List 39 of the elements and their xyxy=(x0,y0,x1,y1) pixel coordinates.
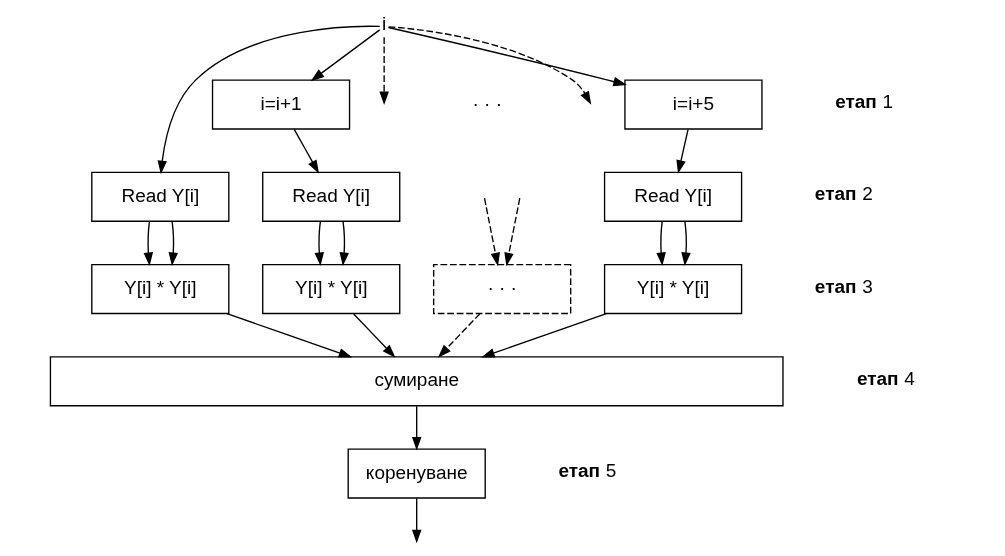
label: · · · xyxy=(472,92,502,114)
arrow xyxy=(157,25,381,175)
arrow xyxy=(676,128,689,174)
node-box: i=i+1 xyxy=(211,79,351,130)
arrow xyxy=(656,221,666,267)
label: етап 5 xyxy=(558,460,617,482)
arrow xyxy=(411,497,422,544)
arrow xyxy=(379,36,389,106)
label: етап 1 xyxy=(835,91,894,113)
node-box: сумиране xyxy=(49,356,784,407)
arrow xyxy=(504,197,521,267)
node-text: i xyxy=(382,13,387,35)
node-box: Y[i] * Y[i] xyxy=(603,263,743,315)
arrow xyxy=(411,405,422,451)
node-box: Read Y[i] xyxy=(603,171,743,222)
arrow xyxy=(437,313,481,358)
arrow xyxy=(681,221,691,267)
arrow xyxy=(143,221,154,267)
arrow xyxy=(481,313,608,358)
arrow xyxy=(314,221,324,267)
arrow xyxy=(168,221,178,267)
arrow xyxy=(310,29,381,82)
label: етап 4 xyxy=(856,367,915,389)
node-box: Y[i] * Y[i] xyxy=(262,263,401,315)
node-box: Read Y[i] xyxy=(262,171,401,222)
arrow xyxy=(353,313,396,358)
node-box: Read Y[i] xyxy=(91,171,230,222)
arrow xyxy=(388,26,592,105)
arrow xyxy=(483,197,500,267)
node-box: Y[i] * Y[i] xyxy=(91,263,230,315)
label: етап 3 xyxy=(814,275,873,297)
label: етап 2 xyxy=(814,183,873,205)
node-box: i=i+5 xyxy=(624,79,763,130)
arrow xyxy=(293,128,319,174)
node-box: · · · xyxy=(432,263,572,315)
arrow xyxy=(387,26,627,87)
arrow xyxy=(339,221,349,267)
arrow xyxy=(226,313,353,358)
node-box: коренуване xyxy=(347,448,486,499)
